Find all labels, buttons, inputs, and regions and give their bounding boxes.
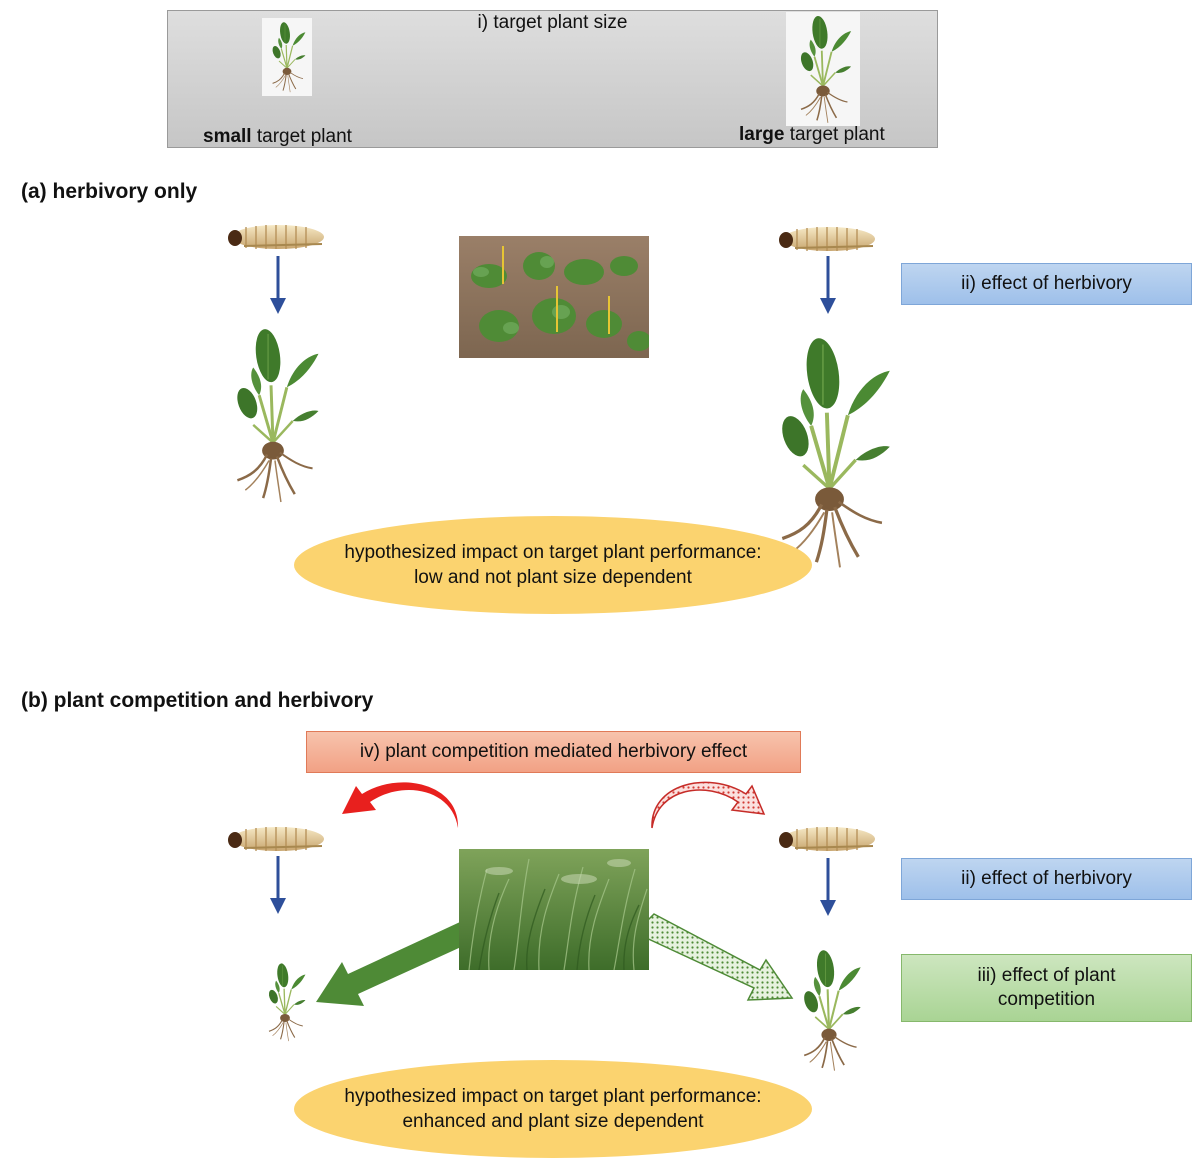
competition-label-line1: iii) effect of plant xyxy=(977,965,1116,986)
curved-arrow-weak-icon xyxy=(646,780,770,837)
large-plant-thumbnail xyxy=(786,12,860,126)
herbivory-arrow-icon xyxy=(818,858,838,923)
larva-icon xyxy=(226,222,326,257)
hypothesis-ellipse-a: hypothesized impact on target plant perf… xyxy=(294,516,812,614)
small-target-plant-icon xyxy=(218,326,328,509)
larva-icon xyxy=(777,224,877,259)
strong-competition-arrow-icon xyxy=(310,900,480,1015)
competition-mediated-herbivory-label: iv) plant competition mediated herbivory… xyxy=(306,731,801,773)
hypothesis-ellipse-b: hypothesized impact on target plant perf… xyxy=(294,1060,812,1158)
large-target-plant-label: large target plant xyxy=(739,124,885,145)
small-target-plant-label: small target plant xyxy=(203,126,352,147)
section-b-heading: (b) plant competition and herbivory xyxy=(21,689,374,712)
hypothesis-a-line2: low and not plant size dependent xyxy=(414,567,692,588)
weak-competition-arrow-icon xyxy=(640,910,800,1015)
larva-icon xyxy=(226,824,326,859)
herbivory-arrow-icon xyxy=(818,256,838,321)
small-plant-thumbnail xyxy=(262,18,312,96)
large-target-plant-icon xyxy=(792,948,866,1077)
small-target-plant-icon xyxy=(262,962,308,1047)
competition-label-line2: competition xyxy=(997,989,1096,1010)
herbivory-arrow-icon xyxy=(268,856,288,921)
section-a-heading: (a) herbivory only xyxy=(21,180,198,203)
hypothesis-b-line2: enhanced and plant size dependent xyxy=(402,1111,704,1132)
field-plot-photo xyxy=(459,236,649,358)
herbivory-arrow-icon xyxy=(268,256,288,321)
curved-arrow-strong-icon xyxy=(336,780,466,837)
hypothesis-b-line1: hypothesized impact on target plant perf… xyxy=(344,1086,762,1107)
effect-of-competition-label: iii) effect of plant competition xyxy=(901,954,1192,1022)
large-target-plant-icon xyxy=(762,334,897,575)
effect-of-herbivory-label: ii) effect of herbivory xyxy=(901,858,1192,900)
effect-of-herbivory-label: ii) effect of herbivory xyxy=(901,263,1192,305)
grassland-photo xyxy=(459,849,649,970)
larva-icon xyxy=(777,824,877,859)
hypothesis-a-line1: hypothesized impact on target plant perf… xyxy=(344,542,762,563)
target-size-title: i) target plant size xyxy=(477,12,628,33)
